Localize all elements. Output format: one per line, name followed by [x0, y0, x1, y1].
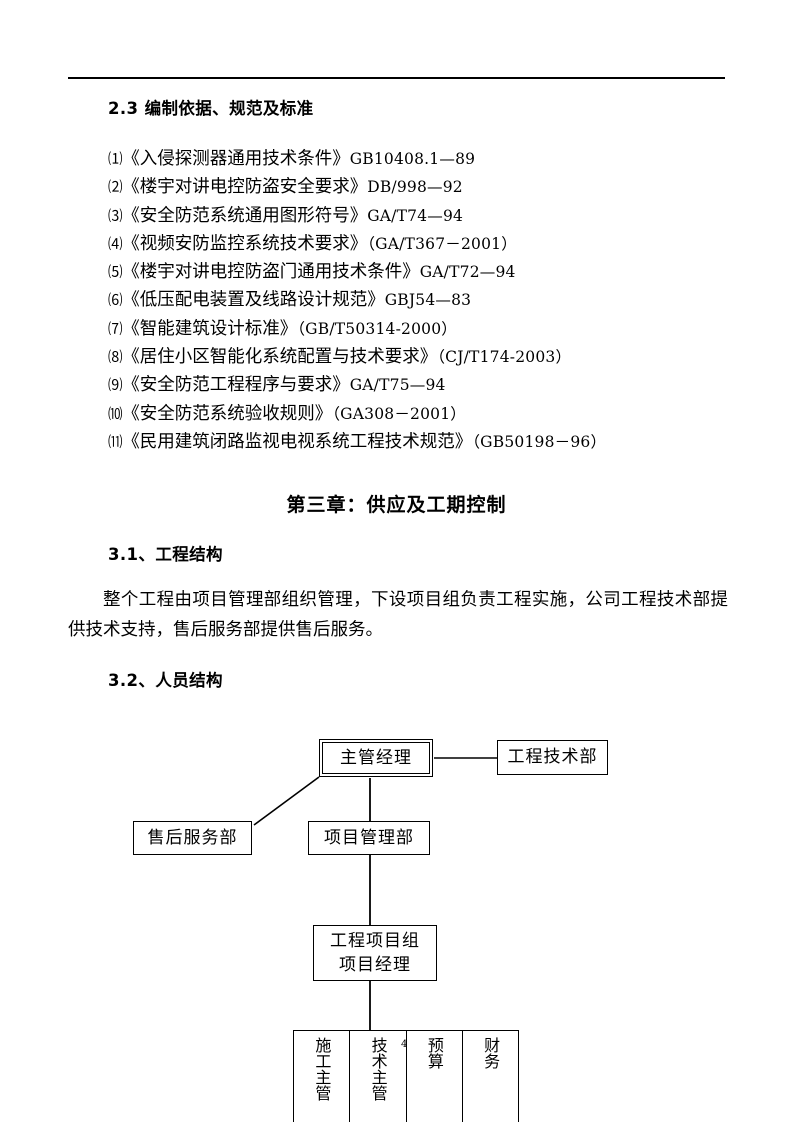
- list-item-title: 《视频安防监控系统技术要求》: [122, 233, 368, 254]
- org-role-cell: 施工主管: [294, 1031, 351, 1122]
- org-role-label: 技术主管: [368, 1037, 388, 1101]
- org-role-cell: 预算: [407, 1031, 463, 1122]
- list-item-code: GA/T74—94: [367, 206, 464, 225]
- list-item-number: ⑼: [108, 378, 123, 395]
- list-item-title: 《安全防范系统验收规则》: [122, 403, 333, 424]
- list-item: ⑽《安全防范系统验收规则》（GA308－2001）: [108, 401, 748, 429]
- page-number: 4: [401, 1039, 408, 1050]
- list-item-title: 《智能建筑设计标准》: [122, 318, 298, 339]
- org-role-label: 财务: [481, 1037, 501, 1069]
- list-item: ⑺《智能建筑设计标准》（GB/T50314-2000）: [108, 316, 748, 344]
- list-item-code: （GA308－2001）: [332, 404, 466, 423]
- list-item-code: GB10408.1—89: [349, 150, 476, 168]
- org-node-project-team: 工程项目组 项目经理: [313, 925, 437, 981]
- list-item: ⑷《视频安防监控系统技术要求》（GA/T367－2001）: [108, 231, 748, 259]
- org-node-project-team-line2: 项目经理: [339, 955, 411, 975]
- chapter-title: 第三章：供应及工期控制: [286, 494, 507, 516]
- list-item-title: 《安全防范工程程序与要求》: [122, 375, 350, 396]
- list-item: ⑴《入侵探测器通用技术条件》GB10408.1—89: [108, 146, 748, 174]
- org-node-engineering-tech-dept: 工程技术部: [497, 740, 608, 775]
- list-item-number: ⑷: [108, 236, 123, 253]
- list-item-title: 《民用建筑闭路监视电视系统工程技术规范》: [122, 431, 473, 452]
- page-header-rule: [68, 77, 725, 79]
- list-item-title: 《低压配电装置及线路设计规范》: [122, 290, 385, 311]
- list-item: ⑹《低压配电装置及线路设计规范》GBJ54—83: [108, 287, 748, 315]
- org-node-manager: 主管经理: [318, 738, 434, 778]
- list-item-code: GA/T75—94: [349, 376, 446, 395]
- list-item-title: 《楼宇对讲电控防盗安全要求》: [122, 177, 368, 198]
- list-item-number: ⑺: [108, 321, 123, 338]
- org-node-after-sales-dept: 售后服务部: [133, 821, 252, 855]
- list-item: ⑾《民用建筑闭路监视电视系统工程技术规范》（GB50198－96）: [108, 429, 748, 457]
- section-heading-2-3: 2.3 编制依据、规范及标准: [108, 99, 314, 118]
- list-item-title: 《安全防范系统通用图形符号》: [122, 205, 368, 226]
- list-item-number: ⑻: [108, 350, 123, 367]
- list-item-code: （GB50198－96）: [472, 432, 607, 451]
- org-role-cell: 财务: [463, 1031, 518, 1122]
- list-item-code: GBJ54—83: [384, 291, 472, 310]
- list-item-code: （CJ/T174-2003）: [437, 348, 572, 367]
- list-item-code: （GB/T50314-2000）: [297, 319, 457, 338]
- list-item-number: ⑾: [108, 434, 123, 451]
- org-node-project-team-line1: 工程项目组: [330, 931, 420, 951]
- list-item-number: ⑴: [108, 152, 123, 168]
- list-item-number: ⑹: [108, 293, 123, 310]
- list-item: ⑼《安全防范工程程序与要求》GA/T75—94: [108, 372, 748, 400]
- section-3-1-paragraph: 整个工程由项目管理部组织管理，下设项目组负责工程实施，公司工程技术部提供技术支持…: [68, 590, 728, 640]
- list-item-code: DB/998—92: [367, 178, 463, 197]
- list-item-number: ⑵: [108, 180, 123, 197]
- list-item-code: （GA/T367－2001）: [367, 234, 517, 253]
- list-item: ⑻《居住小区智能化系统配置与技术要求》（CJ/T174-2003）: [108, 344, 748, 372]
- list-item-number: ⑶: [108, 208, 123, 225]
- list-item-title: 《入侵探测器通用技术条件》: [122, 149, 350, 169]
- list-item-title: 《居住小区智能化系统配置与技术要求》: [122, 347, 438, 368]
- section-heading-3-1: 3.1、工程结构: [108, 545, 223, 564]
- section-heading-3-2: 3.2、人员结构: [108, 671, 223, 690]
- list-item-number: ⑸: [108, 265, 123, 282]
- list-item: ⑸《楼宇对讲电控防盗门通用技术条件》GA/T72—94: [108, 259, 748, 287]
- list-item-code: GA/T72—94: [419, 263, 516, 282]
- list-item-title: 《楼宇对讲电控防盗门通用技术条件》: [122, 262, 420, 283]
- list-item-number: ⑽: [108, 406, 123, 423]
- org-role-cell: 技术主管: [350, 1031, 407, 1122]
- list-item: ⑵《楼宇对讲电控防盗安全要求》DB/998—92: [108, 174, 748, 202]
- org-role-label: 施工主管: [312, 1037, 332, 1101]
- standards-list: ⑴《入侵探测器通用技术条件》GB10408.1—89 ⑵《楼宇对讲电控防盗安全要…: [108, 146, 748, 457]
- org-roles-table: 施工主管 技术主管 预算 财务: [293, 1030, 519, 1122]
- org-node-project-management-dept: 项目管理部: [308, 821, 430, 855]
- org-role-label: 预算: [424, 1037, 444, 1069]
- list-item: ⑶《安全防范系统通用图形符号》GA/T74—94: [108, 203, 748, 231]
